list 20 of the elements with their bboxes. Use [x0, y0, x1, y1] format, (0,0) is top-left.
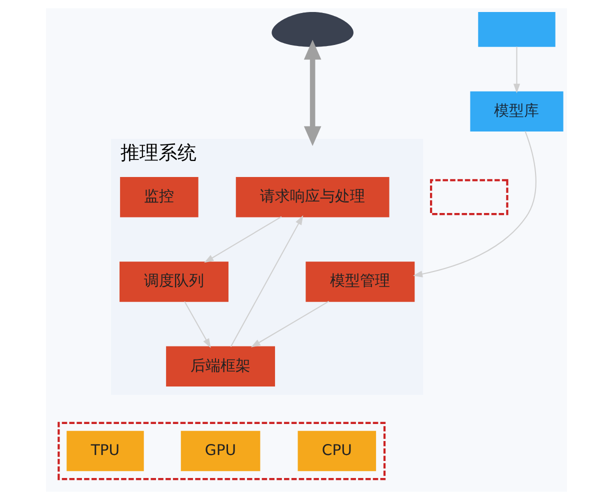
node-picture — [271, 12, 353, 47]
arrow — [512, 46, 520, 94]
node-box: CPU — [297, 430, 376, 472]
node-box: 后端框架 — [166, 346, 275, 386]
arrow — [184, 301, 210, 348]
node-box — [430, 179, 508, 216]
node-box: 请求响应与处理 — [235, 177, 389, 218]
arrow — [303, 40, 321, 146]
node-box: GPU — [180, 430, 260, 472]
node-box: 模型库 — [470, 91, 563, 132]
node-box: 调度队列 — [119, 262, 228, 302]
node-box: TPU — [66, 430, 144, 472]
arrow — [230, 215, 303, 347]
node-box — [478, 12, 555, 47]
arrow — [412, 131, 536, 278]
cluster — [57, 422, 386, 480]
arrow — [250, 300, 329, 348]
arrow — [204, 216, 282, 263]
node-box: 监控 — [120, 177, 198, 218]
node-box: 模型管理 — [305, 262, 414, 302]
